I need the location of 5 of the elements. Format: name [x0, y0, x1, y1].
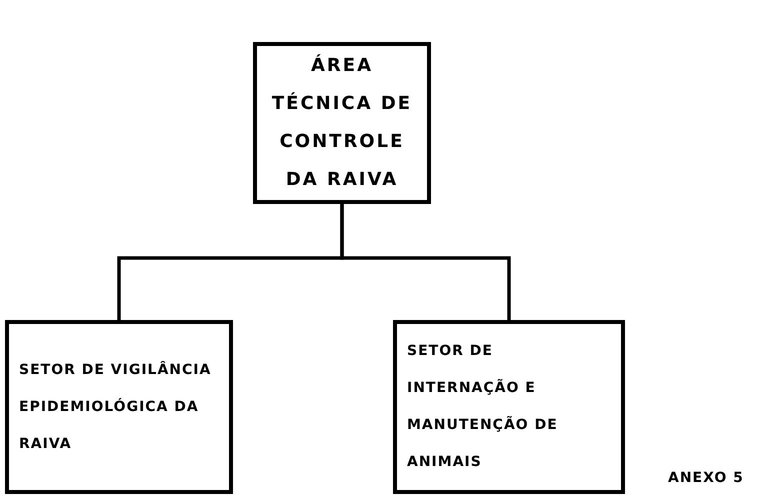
sector-box: SETOR DE VIGILÂNCIA EPIDEMIOLÓGICA DA RAIVA [5, 320, 233, 494]
head-box: ÁREA TÉCNICA DE CONTROLE DA RAIVA [253, 42, 431, 204]
sector-box: SETOR DE INTERNAÇÃO E MANUTENÇÃO DE ANIMAIS [393, 320, 625, 494]
connector-line [340, 204, 511, 320]
annex-label: ANEXO 5 [668, 470, 744, 486]
